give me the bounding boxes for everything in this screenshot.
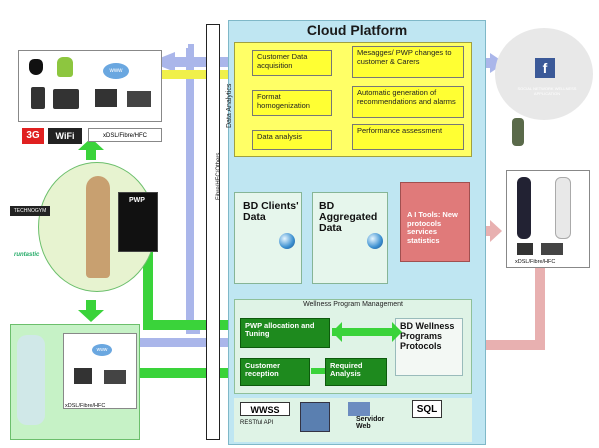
devices-panel: www: [18, 50, 162, 122]
desktop-icon: [74, 368, 92, 384]
bd-clients-panel: BD Clients' Data: [234, 192, 302, 284]
tag-wifi: WiFi: [48, 128, 82, 144]
required-analysis-box: Required Analysis: [325, 358, 387, 386]
apple-icon: [29, 59, 43, 75]
bd-aggregated-title: BD Aggregated Data: [319, 200, 378, 234]
www-icon: www: [92, 344, 112, 356]
database-icon: [279, 233, 295, 249]
automatic-box: Automatic generation of recommendations …: [352, 86, 464, 118]
wwss-label: WWSS: [240, 402, 290, 416]
professional-panel: xDSL/Fibre/HFC: [506, 170, 590, 268]
laptop-icon: [541, 243, 563, 255]
performance-box: Performance assessment: [352, 124, 464, 150]
wellness-program-title: Wellness Program Management: [303, 301, 403, 308]
sql-label: SQL: [412, 400, 442, 418]
runtastic-logo: runtastic: [14, 252, 40, 258]
messages-box: Mesagges/ PWP changes to customer & Care…: [352, 46, 464, 78]
carer-figure: [17, 335, 45, 425]
social-network-area: f SOCIAL NETWORK WELLNESS APPLICATION: [495, 28, 593, 120]
doctor-figure: [555, 177, 571, 239]
phone-icon: [31, 87, 45, 109]
pwp-label: PWP: [129, 197, 145, 204]
desktop-icon: [95, 89, 117, 107]
customer-data-box: Customer Data acquisition: [252, 50, 332, 76]
bottom-left-panel: www xDSL/Fibre/HFC: [10, 324, 140, 440]
customer-figure: [86, 176, 110, 278]
protocols-box: BD Wellness Programs Protocols: [395, 318, 463, 376]
desktop-icon: [517, 243, 533, 255]
android-icon: [57, 57, 73, 77]
tag-3g: 3G: [22, 128, 44, 144]
facebook-icon: f: [535, 58, 555, 78]
protocols-title: BD Wellness Programs Protocols: [400, 321, 455, 351]
restful-label: RESTful API: [240, 420, 274, 426]
laptop-icon: [104, 370, 126, 384]
person-figure: [512, 118, 524, 146]
pwp-allocation-box: PWP allocation and Tuning: [240, 318, 330, 348]
tablet-icon: [53, 89, 79, 109]
social-label: SOCIAL NETWORK WELLNESS APPLICATION: [517, 86, 577, 96]
laptop-icon: [127, 91, 151, 107]
server-icon: [348, 402, 370, 416]
cloud-title: Cloud Platform: [306, 22, 408, 38]
firewall-icon: [300, 402, 330, 432]
pwp-device: PWP: [118, 192, 158, 252]
customer-reception-box: Customer reception: [240, 358, 310, 386]
carer-devices: www: [63, 333, 137, 409]
right-connection-label: xDSL/Fibre/HFC: [515, 259, 556, 265]
bd-aggregated-panel: BD Aggregated Data: [312, 192, 388, 284]
www-icon: www: [103, 63, 129, 79]
format-box: Format homogenization: [252, 90, 332, 116]
ai-tools-box: A I Tools: New protocols services statis…: [400, 182, 470, 262]
database-icon: [367, 233, 383, 249]
doctor-figure: [517, 177, 531, 239]
bottom-left-connection: xDSL/Fibre/HFC: [65, 403, 106, 409]
server-label: Servidor Web: [356, 416, 385, 430]
left-connection-label: xDSL/Fibre/HFC: [88, 128, 162, 142]
technogym-logo: TECHNOGYM: [10, 206, 50, 216]
fiber-column: [206, 24, 220, 440]
bd-clients-title: BD Clients' Data: [243, 200, 299, 223]
data-analysis-box: Data analysis: [252, 130, 332, 150]
